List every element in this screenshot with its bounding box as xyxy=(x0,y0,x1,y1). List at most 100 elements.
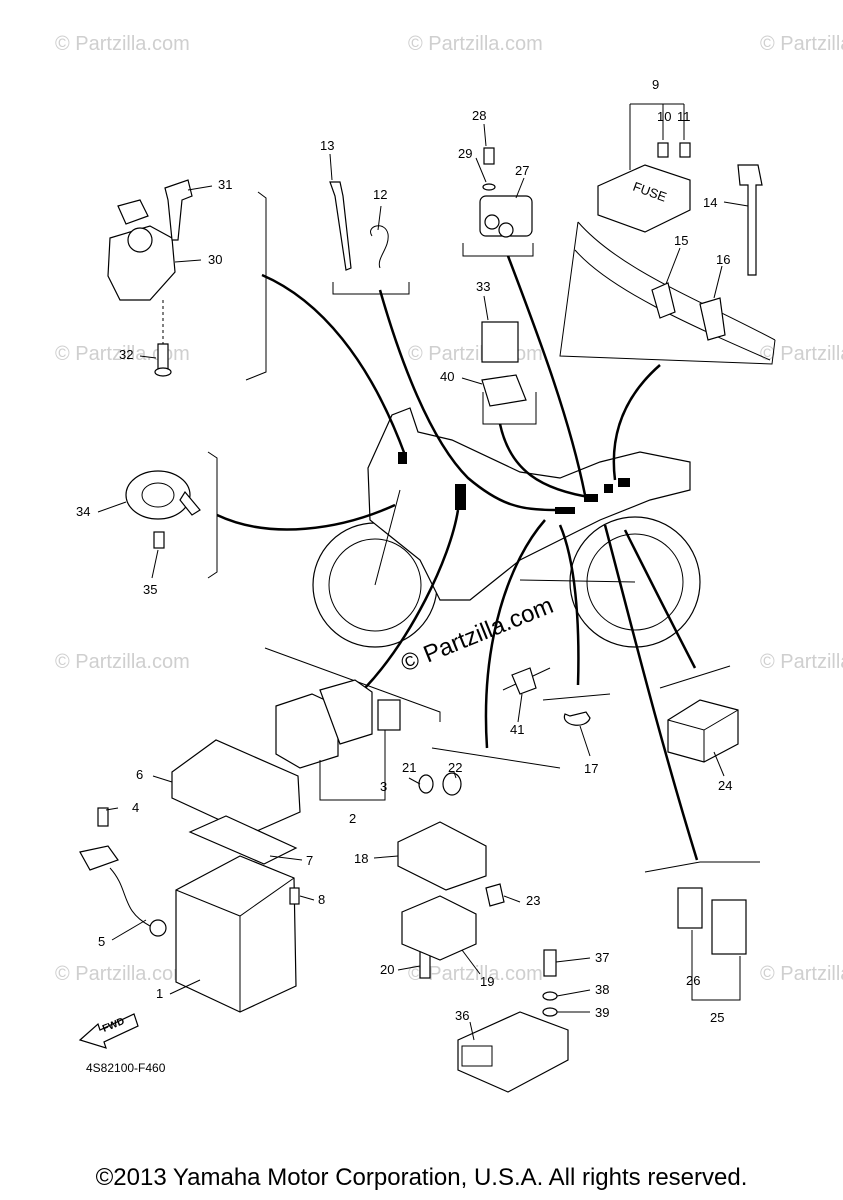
leader-line xyxy=(556,989,591,997)
harness-lead xyxy=(484,519,546,749)
watermark-text: © Partzilla.com xyxy=(760,963,843,985)
damper-part xyxy=(442,772,462,796)
leader-line xyxy=(515,177,525,199)
clamp-part xyxy=(699,297,726,341)
ecu-connector xyxy=(461,1045,493,1067)
callout-24: 24 xyxy=(718,778,732,793)
bolt-part xyxy=(153,531,165,549)
callout-26: 26 xyxy=(686,973,700,988)
relay-case-part xyxy=(481,374,527,407)
harness-lead xyxy=(506,255,587,496)
bracket-relay-24 xyxy=(659,665,731,689)
bolt-part xyxy=(97,807,109,827)
relay-grommet xyxy=(498,222,514,238)
leader-line xyxy=(517,693,523,723)
main-switch-part xyxy=(107,225,176,301)
fwd-indicator: FWD xyxy=(78,1013,139,1049)
harness-block xyxy=(398,452,407,464)
watermark-text: © Partzilla.com xyxy=(55,963,190,985)
leader-line xyxy=(461,949,481,975)
bolt-part xyxy=(483,147,495,165)
watermark-text: © Partzilla.com xyxy=(55,343,190,365)
harness-lead xyxy=(364,509,460,689)
leader-line xyxy=(187,185,213,191)
fuse-part xyxy=(679,142,691,158)
watermark-text: © Partzilla.com xyxy=(408,33,543,55)
swing-arm xyxy=(519,579,636,583)
bracket-horn xyxy=(207,451,218,579)
band-part xyxy=(737,164,763,276)
relay-part xyxy=(711,899,747,955)
callout-11: 11 xyxy=(677,109,691,124)
callout-2: 2 xyxy=(349,811,356,826)
leader-line xyxy=(105,807,119,811)
callout-13: 13 xyxy=(320,138,334,153)
callout-15: 15 xyxy=(674,233,688,248)
watermark-text: © Partzilla.com xyxy=(760,343,843,365)
leader-line xyxy=(723,201,749,207)
clip-part xyxy=(511,667,537,695)
leader-line xyxy=(174,259,202,263)
harness-block xyxy=(555,507,575,514)
relay-edges xyxy=(667,709,739,762)
washer-part xyxy=(482,183,496,191)
callout-39: 39 xyxy=(595,1005,609,1020)
callout-28: 28 xyxy=(472,108,486,123)
bolt-head xyxy=(154,367,172,377)
leader-line xyxy=(475,157,487,183)
harness-lead xyxy=(558,524,580,686)
bolt-part xyxy=(157,343,169,371)
callout-numbers: 1 2 3 4 5 6 7 8 9 10 11 12 13 14 15 16 1… xyxy=(76,77,732,1025)
callout-31: 31 xyxy=(218,177,232,192)
fuse-box-part xyxy=(597,164,691,233)
callout-1: 1 xyxy=(156,986,163,1001)
leader-line xyxy=(169,979,201,995)
bracket-battery-group xyxy=(264,647,441,722)
leader-line xyxy=(269,855,303,861)
bracket-relay-25 xyxy=(644,861,760,873)
bracket-main-switch xyxy=(245,191,267,381)
leader-line xyxy=(503,895,521,903)
collar-part xyxy=(542,991,558,1001)
callout-18: 18 xyxy=(354,851,368,866)
rear-wheel-rim xyxy=(586,533,684,631)
harness-lead xyxy=(623,529,697,669)
harness-lead xyxy=(261,273,407,456)
leader-line xyxy=(461,377,483,385)
callout-32: 32 xyxy=(119,347,133,362)
leader-line xyxy=(713,751,725,777)
bracket-relay xyxy=(462,243,534,257)
callout-29: 29 xyxy=(458,146,472,161)
watermark-text: © Partzilla.com xyxy=(760,651,843,673)
relay-part xyxy=(481,321,519,363)
leader-line xyxy=(397,965,421,971)
bracket-part xyxy=(397,821,487,891)
relay-part xyxy=(319,679,373,745)
lead-wire xyxy=(109,867,151,927)
bracket-clip-17 xyxy=(542,693,611,701)
copyright-notice: ©2013 Yamaha Motor Corporation, U.S.A. A… xyxy=(95,1164,748,1191)
leader-line xyxy=(377,205,382,231)
band-part xyxy=(329,181,352,271)
leader-line xyxy=(139,355,157,359)
main-switch-cylinder xyxy=(127,227,153,253)
damper-part xyxy=(542,1007,558,1017)
relay-part xyxy=(377,699,401,731)
fwd-arrow-icon xyxy=(78,1013,139,1049)
leader-line xyxy=(329,153,333,181)
wire-tube xyxy=(574,221,776,361)
leader-line xyxy=(152,775,173,783)
harness-lead xyxy=(498,423,596,500)
bracket-ecu-group xyxy=(431,747,561,769)
callout-41: 41 xyxy=(510,722,524,737)
battery-edges xyxy=(175,877,295,1012)
callout-38: 38 xyxy=(595,982,609,997)
key-part xyxy=(117,199,149,225)
leader-line xyxy=(579,725,591,757)
callout-14: 14 xyxy=(703,195,717,210)
callout-10: 10 xyxy=(657,109,671,124)
leader-line xyxy=(555,957,591,963)
horn-center xyxy=(141,482,175,508)
harness-lead xyxy=(603,524,699,861)
leader-line xyxy=(97,501,127,513)
